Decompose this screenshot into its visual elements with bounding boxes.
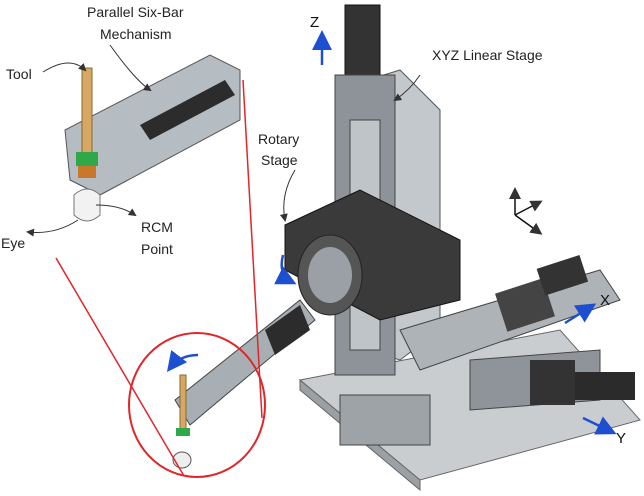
zoom-circle	[128, 332, 266, 478]
axis-y-label: Y	[616, 430, 627, 447]
label-rcm-2: Point	[141, 241, 173, 257]
rotary-stage	[284, 189, 461, 321]
label-mechanism-1: Parallel Six-Bar	[87, 4, 184, 20]
axis-x-label: X	[600, 292, 611, 309]
label-rotary-2: Stage	[261, 152, 298, 168]
label-eye: Eye	[1, 235, 26, 251]
label-tool: Tool	[6, 66, 32, 82]
arm	[172, 299, 316, 469]
label-rotary-1: Rotary	[258, 131, 300, 147]
axis-z-label: Z	[310, 14, 320, 31]
zoom-line-left	[55, 257, 185, 477]
label-mechanism-2: Mechanism	[100, 26, 172, 42]
zoom-line-right	[242, 79, 263, 419]
inset-mechanism	[64, 54, 241, 222]
label-xyz-stage: XYZ Linear Stage	[432, 47, 543, 63]
coordinate-frame-icon	[509, 187, 543, 235]
label-rcm-1: RCM	[141, 219, 173, 235]
